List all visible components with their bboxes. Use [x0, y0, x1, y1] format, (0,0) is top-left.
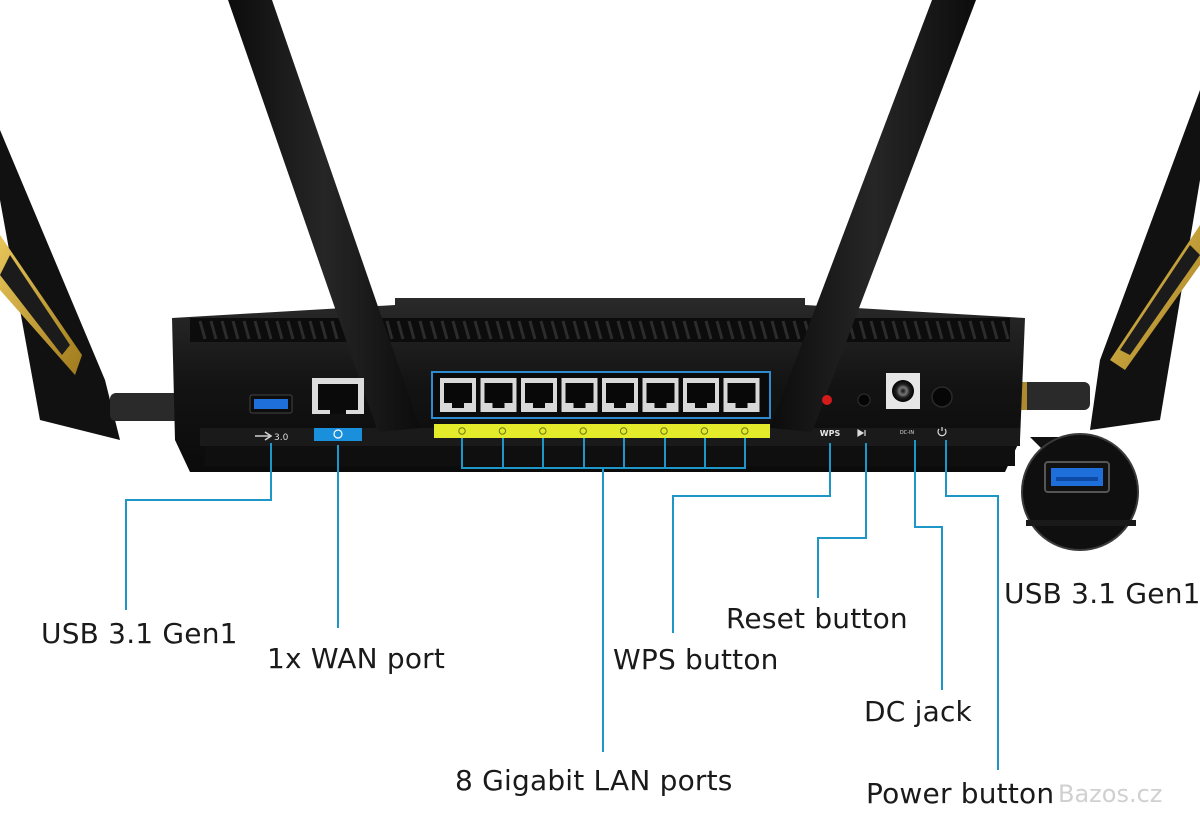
label-usb-right: USB 3.1 Gen1	[1004, 577, 1200, 610]
watermark: Bazos.cz	[1058, 780, 1163, 808]
label-wps: WPS button	[613, 643, 779, 676]
lan-port	[480, 378, 517, 412]
lan-port-mark	[660, 427, 668, 435]
lan-port-mark	[619, 427, 628, 435]
lan-port	[683, 378, 719, 412]
usb-icon	[255, 431, 273, 441]
power-icon	[937, 427, 947, 437]
lan-port-mark	[579, 427, 587, 435]
lan-port	[723, 378, 760, 412]
wan-port	[312, 378, 364, 441]
lan-port	[440, 378, 476, 412]
wan-globe-icon	[333, 429, 343, 439]
label-wan: 1x WAN port	[267, 642, 446, 675]
power-button	[931, 386, 953, 408]
dc-mark: DC-IN	[900, 430, 915, 436]
lan-port	[642, 378, 679, 412]
reset-button	[822, 395, 832, 405]
wps-button	[857, 393, 871, 407]
lan-port	[521, 378, 557, 412]
lan-port-block	[431, 371, 771, 438]
lan-port	[561, 378, 598, 412]
lan-port-mark	[741, 427, 749, 435]
label-lan: 8 Gigabit LAN ports	[455, 764, 733, 797]
reset-icon	[857, 428, 866, 438]
label-power: Power button	[866, 777, 1055, 810]
antenna-right-main	[770, 0, 976, 432]
usb-port-left	[249, 394, 293, 414]
usb-zoom-callout	[1021, 433, 1139, 551]
antenna-left-side	[0, 130, 190, 440]
antenna-left-main	[228, 0, 420, 432]
lan-port-mark	[458, 427, 466, 435]
antenna-right-side	[1015, 90, 1200, 430]
lan-port	[602, 378, 638, 412]
usb-mark: 3.0	[274, 433, 289, 443]
label-usb-left: USB 3.1 Gen1	[41, 617, 238, 650]
wps-mark: WPS	[820, 429, 841, 438]
lan-port-mark	[700, 427, 709, 435]
leader-lines	[125, 438, 999, 770]
lan-port-mark	[498, 427, 507, 435]
label-dc: DC jack	[864, 695, 972, 728]
lan-port-mark	[539, 427, 547, 435]
label-reset: Reset button	[726, 602, 908, 635]
dc-jack	[886, 373, 920, 409]
